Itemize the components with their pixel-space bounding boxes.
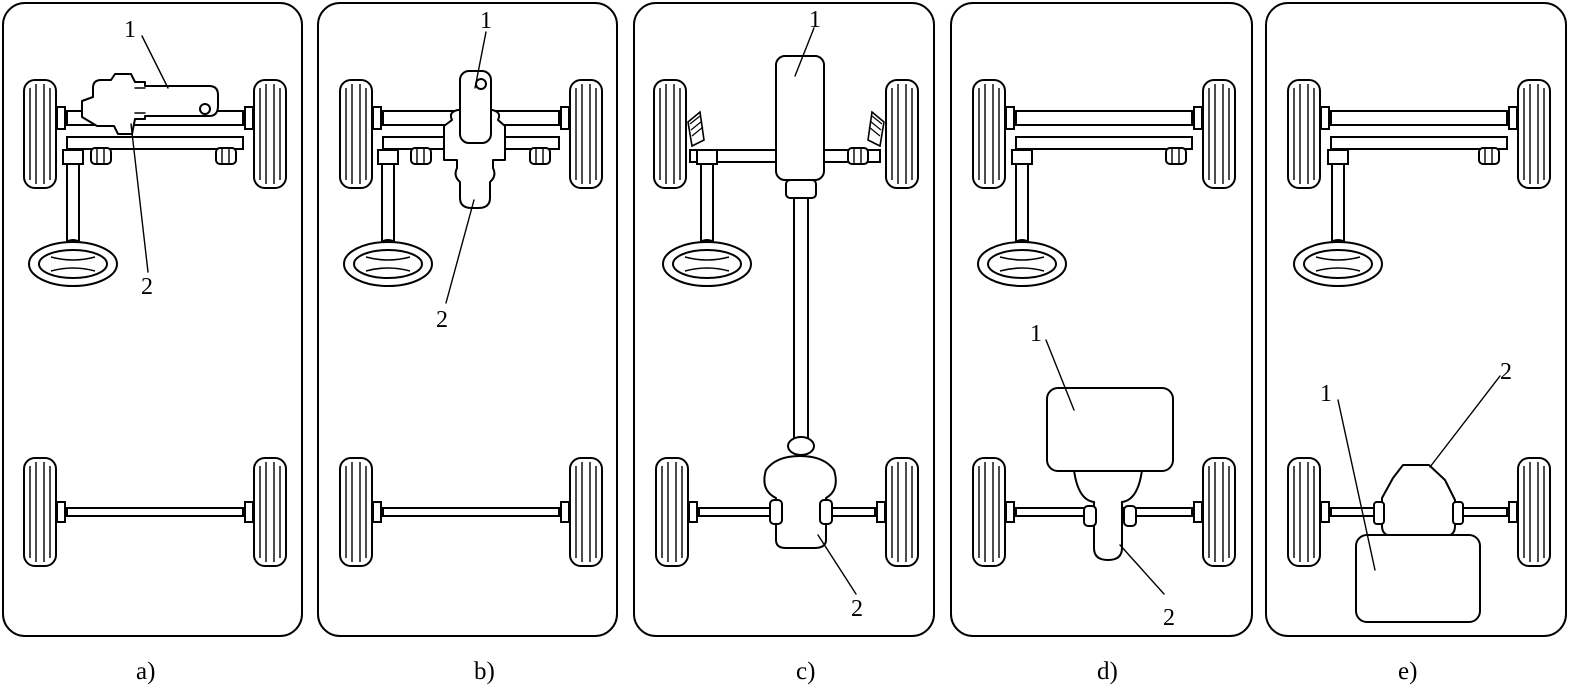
- panel-c: 1 2: [633, 2, 935, 637]
- label-2-d: 2: [1163, 605, 1175, 631]
- panel-b: 1 2: [317, 2, 618, 637]
- cv-joint-boot-c: [847, 147, 869, 165]
- cv-joint-boot-e: [1478, 147, 1500, 165]
- label-1-c: 1: [809, 7, 821, 33]
- caption-d: d): [1097, 658, 1118, 685]
- label-1-a: 1: [124, 17, 136, 43]
- engine-e: [1355, 534, 1481, 623]
- caption-e: e): [1398, 658, 1417, 685]
- label-2-c: 2: [851, 596, 863, 622]
- panel-a: 1 2: [2, 2, 303, 637]
- caption-a: a): [136, 658, 155, 685]
- label-2-b: 2: [436, 307, 448, 333]
- transaxle-d: [1073, 469, 1143, 561]
- caption-c: c): [796, 658, 815, 685]
- label-1-e: 1: [1320, 381, 1332, 407]
- rear-drive-unit-c: [763, 455, 837, 549]
- cv-joint-boot-b-right: [529, 147, 551, 165]
- engine-d: [1046, 387, 1174, 472]
- cv-joint-boot-d: [1165, 147, 1187, 165]
- panel-e: 1 2: [1265, 2, 1567, 637]
- panel-d: 1 2: [950, 2, 1253, 637]
- label-2-e: 2: [1500, 359, 1512, 385]
- caption-b: b): [474, 658, 495, 685]
- label-1-b: 1: [480, 8, 492, 34]
- label-1-d: 1: [1030, 321, 1042, 347]
- propeller-shaft-c: [793, 195, 809, 443]
- cv-joint-boot-a-right: [215, 147, 237, 165]
- cv-joint-boot-b-left: [410, 147, 432, 165]
- cv-joint-boot-a-left: [90, 147, 112, 165]
- engine-c: [775, 55, 825, 181]
- engine-a: [81, 73, 219, 135]
- label-2-a: 2: [141, 274, 153, 300]
